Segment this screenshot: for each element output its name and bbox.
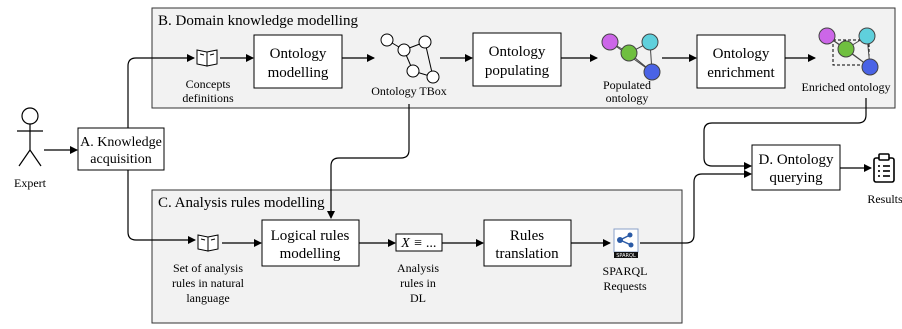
analysis-rules-set-line2: rules in natural [172,276,245,290]
analysis-rules-dl-line2: rules in [400,276,436,290]
sparql-logo-text: SPARQL [616,253,636,259]
ontology-populating-line1: Ontology [489,44,546,60]
analysis-rules-set-line1: Set of analysis [173,261,243,275]
enriched-ontology-label: Enriched ontology [802,80,891,94]
dl-formula-box: X ≡ ... [395,233,443,252]
sparql-requests-line2: Requests [603,279,647,293]
logical-rules-line1: Logical rules [271,228,350,244]
populated-ontology-icon [601,33,661,81]
ontology-querying-line2: querying [769,170,823,186]
ontology-modelling-line2: modelling [268,65,329,81]
ontology-populating-box: Ontology populating [472,32,562,87]
concepts-definitions-line1: Concepts [186,77,231,91]
concepts-definitions-line2: definitions [182,91,234,105]
sparql-requests-line1: SPARQL [603,264,648,278]
logical-rules-modelling-box: Logical rules modelling [261,219,360,267]
rules-translation-line2: translation [495,246,559,262]
knowledge-acquisition-box: A. Knowledge acquisition [77,127,165,171]
graph-icon [380,33,440,84]
populated-ontology-line1: Populated [603,78,651,92]
ontology-tbox-label: Ontology TBox [371,84,446,98]
book-icon [197,234,219,252]
ontology-enrichment-box: Ontology enrichment [696,34,786,89]
ontology-querying-box: D. Ontology querying [751,144,841,191]
panel-domain-title: B. Domain knowledge modelling [158,13,358,29]
book-icon [196,49,218,67]
results-label: Results [867,192,902,206]
knowledge-acquisition-line1: A. Knowledge [80,135,162,150]
rules-translation-line1: Rules [510,228,544,244]
expert-label: Expert [14,176,47,190]
logical-rules-line2: modelling [280,246,341,262]
ontology-modelling-box: Ontology modelling [253,34,343,89]
panel-analysis-title: C. Analysis rules modelling [158,195,325,211]
ontology-enrichment-line2: enrichment [707,65,775,81]
analysis-rules-set-line3: language [186,291,229,305]
populated-ontology-line2: ontology [606,91,649,105]
ontology-populating-line2: populating [485,63,550,79]
expert-icon [17,107,43,167]
ontology-querying-line1: D. Ontology [759,152,835,168]
analysis-rules-dl-line3: DL [410,291,426,305]
connectors [44,54,872,247]
enriched-ontology-icon [818,27,879,76]
panel-analysis-rules: C. Analysis rules modelling [151,189,683,324]
knowledge-acquisition-line2: acquisition [90,152,151,167]
rules-translation-box: Rules translation [483,219,572,267]
clipboard-icon [873,153,895,183]
ontology-modelling-line1: Ontology [270,46,327,62]
analysis-rules-dl-line1: Analysis [397,261,439,275]
ontology-enrichment-line1: Ontology [713,46,770,62]
sparql-logo-icon: SPARQL [613,228,639,259]
dl-formula: X ≡ ... [400,236,437,251]
